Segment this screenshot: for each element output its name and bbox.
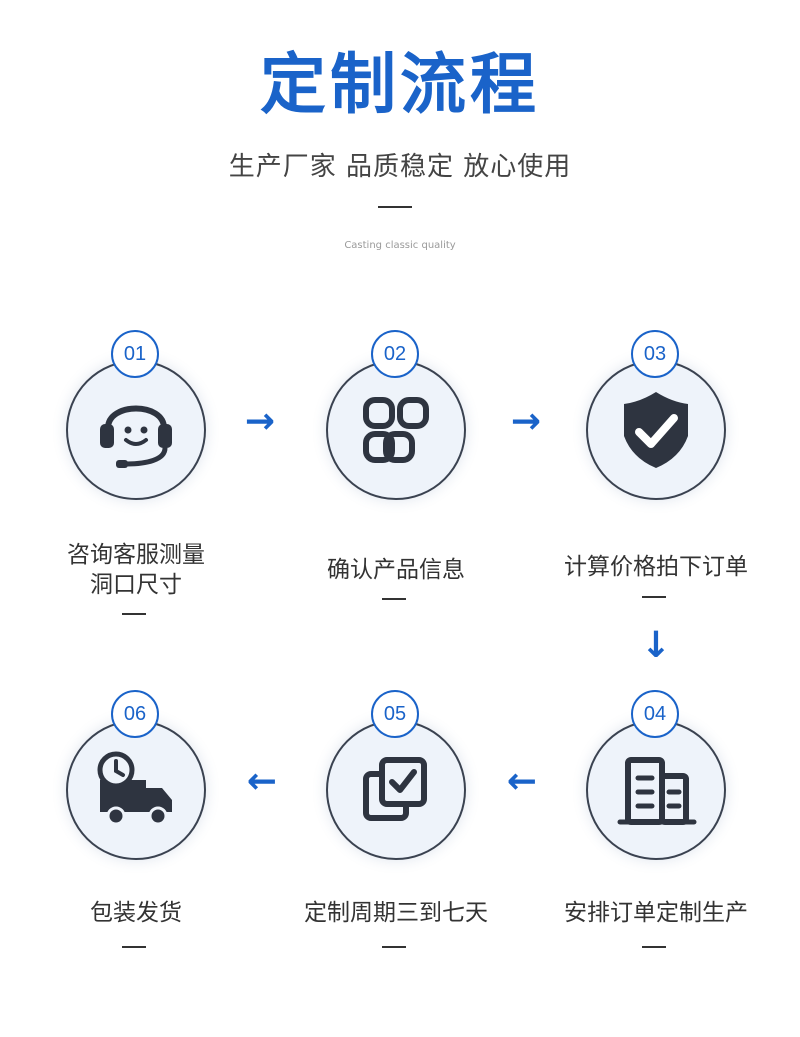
step-number-badge: 06: [111, 690, 159, 738]
step-label: 咨询客服测量 洞口尺寸: [26, 540, 246, 600]
step-label-line2: 洞口尺寸: [90, 572, 182, 598]
step-number-badge: 04: [631, 690, 679, 738]
step-dash: [382, 946, 406, 948]
arrow-down-icon: ↓: [640, 625, 672, 666]
step-icon-circle: [586, 360, 726, 500]
arrow-left-icon: ←: [246, 761, 278, 802]
step-label-line1: 咨询客服测量: [67, 542, 205, 568]
step-icon-circle: [66, 720, 206, 860]
arrow-left-icon: ←: [506, 761, 538, 802]
page-subtitle: 生产厂家 品质稳定 放心使用: [228, 152, 572, 182]
step-label: 计算价格拍下订单: [564, 554, 748, 580]
step-icon-circle: [326, 720, 466, 860]
step-label: 安排订单定制生产: [564, 900, 748, 926]
step-04: 04 安排订单定制生产: [556, 690, 756, 990]
step-dash: [122, 613, 146, 615]
step-label: 包装发货: [90, 900, 182, 926]
arrow-right-icon: →: [510, 401, 542, 442]
step-01: 01 咨询客服测量 洞口尺寸: [36, 330, 236, 630]
step-icon-circle: [326, 360, 466, 500]
step-icon-circle: [66, 360, 206, 500]
step-06: 06 包装发货: [36, 690, 236, 990]
grid-icon: [363, 397, 429, 463]
step-number-badge: 01: [111, 330, 159, 378]
step-dash: [382, 598, 406, 600]
step-label: 确认产品信息: [327, 557, 465, 583]
step-number-badge: 02: [371, 330, 419, 378]
step-label: 定制周期三到七天: [304, 900, 488, 926]
step-02: 02 确认产品信息: [296, 330, 496, 630]
headset-icon: [100, 405, 172, 468]
title-divider: [378, 206, 412, 208]
shield-check-icon: [624, 392, 688, 468]
english-caption: Casting classic quality: [344, 240, 456, 251]
step-dash: [122, 946, 146, 948]
step-05: 05 定制周期三到七天: [296, 690, 496, 990]
page-title: 定制流程: [260, 46, 540, 123]
step-dash: [642, 596, 666, 598]
step-number-badge: 03: [631, 330, 679, 378]
step-icon-circle: [586, 720, 726, 860]
arrow-right-icon: →: [244, 401, 276, 442]
buildings-icon: [617, 757, 697, 825]
step-03: 03 计算价格拍下订单: [556, 330, 756, 630]
step-number-badge: 05: [371, 690, 419, 738]
checkbox-copy-icon: [363, 757, 427, 821]
delivery-truck-icon: [97, 751, 172, 826]
step-dash: [642, 946, 666, 948]
